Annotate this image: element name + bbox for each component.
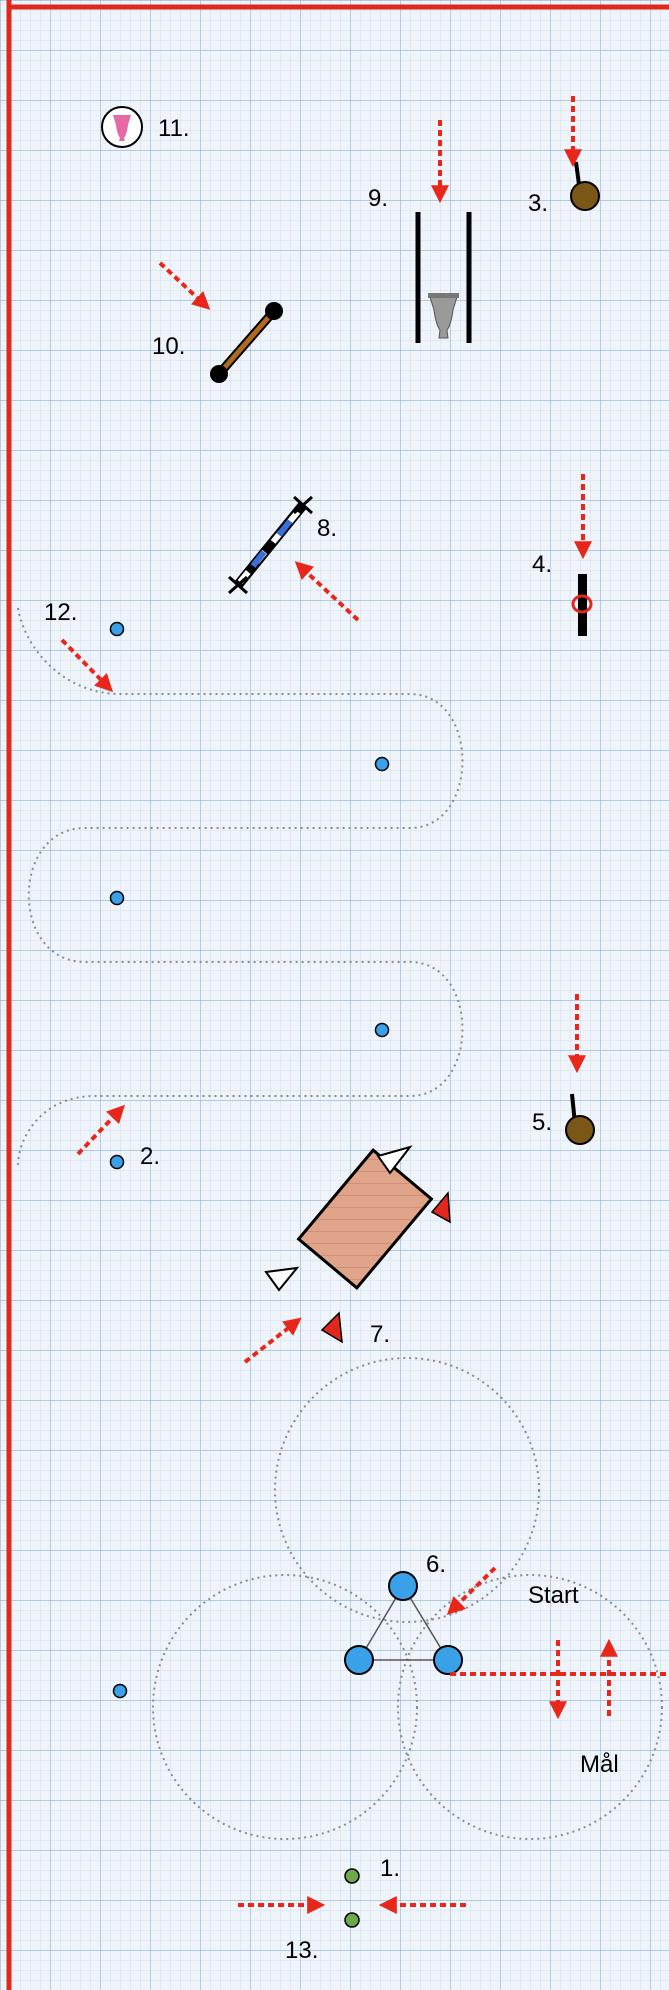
- weave-pole: [376, 1024, 389, 1037]
- start-label: Start: [528, 1582, 579, 1609]
- label-10: 10.: [152, 333, 185, 360]
- label-3: 3.: [528, 190, 548, 217]
- label-2: 2.: [140, 1143, 160, 1170]
- label-6: 6.: [426, 1551, 446, 1578]
- weave-pole: [376, 758, 389, 771]
- label-5: 5.: [532, 1109, 552, 1136]
- label-7: 7.: [370, 1321, 390, 1348]
- obstacle-11-vase-icon: [102, 107, 142, 147]
- finish-label: Mål: [580, 1751, 619, 1778]
- label-11: 11.: [158, 115, 190, 142]
- label-4: 4.: [532, 551, 552, 578]
- label-8: 8.: [317, 515, 337, 542]
- weave-pole: [114, 1685, 127, 1698]
- label-13: 13.: [285, 1937, 318, 1964]
- label-1: 1.: [380, 1855, 400, 1882]
- label-12: 12.: [44, 599, 77, 626]
- weave-pole: [111, 1156, 124, 1169]
- weave-pole: [111, 892, 124, 905]
- weave-pole: [111, 623, 124, 636]
- label-9: 9.: [368, 185, 388, 212]
